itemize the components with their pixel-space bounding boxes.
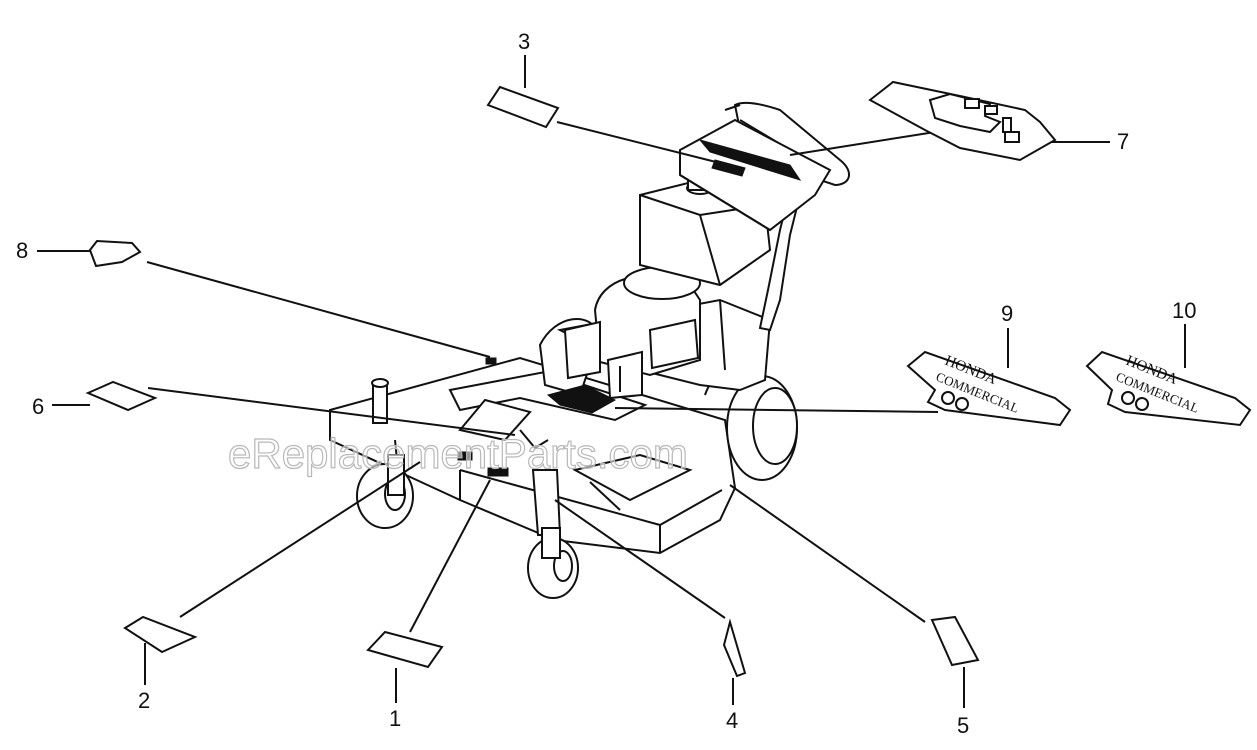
decal-9: HONDA COMMERCIAL — [906, 350, 1072, 427]
watermark: eReplacementParts.com — [228, 430, 688, 477]
decal-4 — [722, 618, 747, 678]
decal-6 — [85, 380, 158, 412]
leader-lines — [37, 55, 1186, 708]
callout-4: 4 — [726, 708, 738, 733]
callout-7: 7 — [1117, 129, 1129, 154]
decal-7 — [868, 80, 1057, 162]
decal-2 — [123, 615, 198, 654]
decal-3 — [486, 85, 560, 129]
callout-5: 5 — [957, 713, 969, 738]
callout-6: 6 — [32, 394, 44, 419]
decal-5 — [930, 615, 980, 667]
decal-8 — [88, 239, 142, 268]
callout-1: 1 — [389, 706, 401, 731]
callout-9: 9 — [1001, 301, 1013, 326]
decal-1 — [366, 630, 444, 669]
decal-10: HONDA COMMERCIAL — [1085, 350, 1252, 427]
decal-10-emblem-icon — [1121, 391, 1149, 411]
decal-9-emblem-icon — [941, 391, 969, 411]
callout-10: 10 — [1172, 298, 1196, 323]
callout-numbers: 1 2 3 4 5 6 7 8 9 10 — [16, 29, 1196, 738]
callout-2: 2 — [138, 688, 150, 713]
mower-illustration — [329, 101, 850, 599]
callout-3: 3 — [518, 29, 530, 54]
callout-8: 8 — [16, 238, 28, 263]
